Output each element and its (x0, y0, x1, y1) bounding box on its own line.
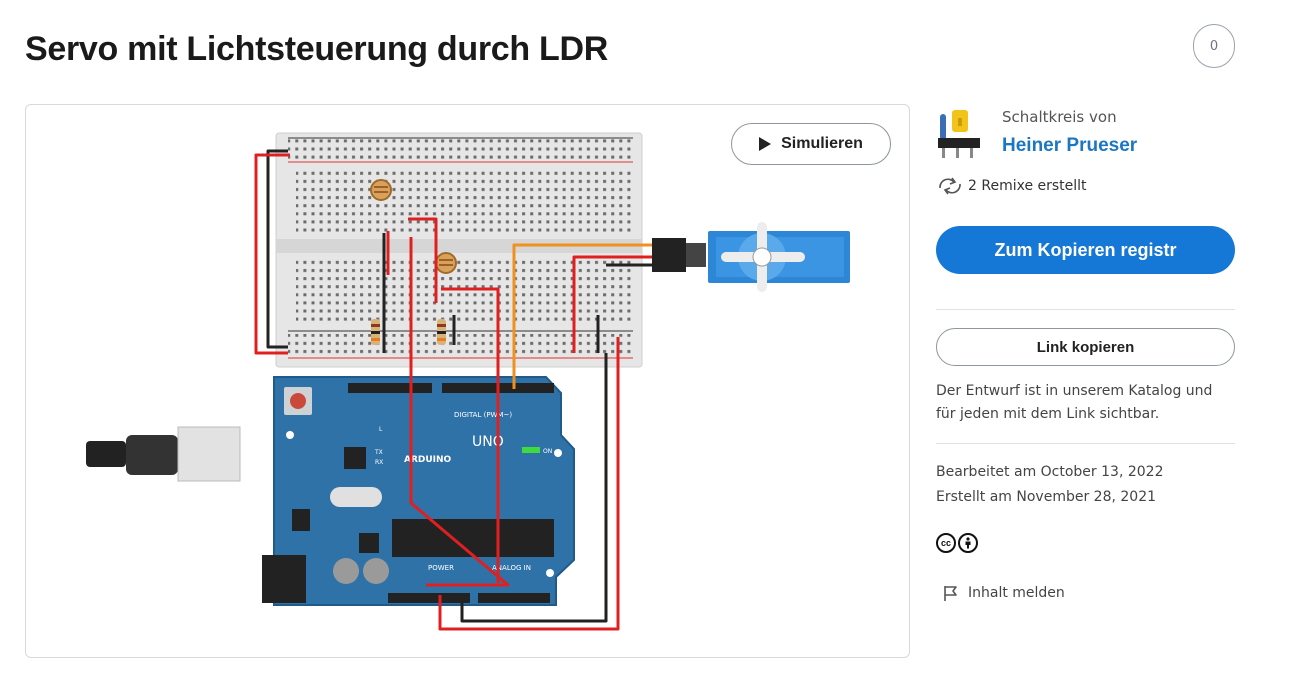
attribution-icon (958, 533, 978, 553)
led-l-label: L (379, 426, 383, 433)
author-prefix: Schaltkreis von (1002, 108, 1117, 126)
play-icon (759, 137, 772, 151)
like-counter[interactable]: 0 (1193, 24, 1235, 68)
wires (254, 149, 652, 631)
usb-cable (86, 426, 241, 482)
cc-license-icon: cc (936, 533, 956, 553)
simulate-button[interactable]: Simulieren (731, 123, 891, 165)
ldr-sensor (435, 252, 457, 274)
resistor (437, 319, 446, 345)
power-led-label: ON (543, 448, 552, 455)
author-avatar[interactable] (936, 104, 982, 158)
digital-header-label: DIGITAL (PWM~) (454, 411, 512, 419)
arduino-uno-board: DIGITAL (PWM~) ARDUINO UNO ON L TX RX PO… (262, 376, 575, 606)
created-date: Erstellt am November 28, 2021 (936, 489, 1157, 505)
remix-count: 2 Remixe erstellt (968, 178, 1087, 194)
divider (936, 309, 1235, 310)
tx-label: TX (374, 449, 383, 456)
arduino-brand-label: ARDUINO (404, 455, 452, 465)
flag-icon (944, 586, 957, 601)
simulate-label: Simulieren (781, 135, 863, 152)
edited-date: Bearbeitet am October 13, 2022 (936, 464, 1164, 480)
like-count: 0 (1209, 38, 1219, 54)
copy-signup-button[interactable]: Zum Kopieren registr (936, 226, 1235, 274)
copy-link-button[interactable]: Link kopieren (936, 328, 1235, 366)
analog-header-label: ANALOG IN (492, 564, 531, 572)
power-header-label: POWER (428, 564, 454, 572)
circuit-viewer[interactable]: DIGITAL (PWM~) ARDUINO UNO ON L TX RX PO… (25, 104, 910, 658)
report-label: Inhalt melden (968, 585, 1065, 601)
report-content-link[interactable]: Inhalt melden (942, 584, 1065, 602)
author-name-link[interactable]: Heiner Prueser (1002, 135, 1138, 156)
servo-motor (652, 222, 850, 292)
license-badges[interactable]: cc (936, 533, 978, 553)
rx-label: RX (375, 459, 383, 466)
divider (936, 443, 1235, 444)
ldr-sensor (370, 179, 392, 201)
visibility-info: Der Entwurf ist in unserem Katalog und f… (936, 383, 1213, 422)
page-title: Servo mit Lichtsteuerung durch LDR (25, 30, 608, 68)
remix-icon (939, 177, 961, 195)
circuit-diagram: DIGITAL (PWM~) ARDUINO UNO ON L TX RX PO… (86, 132, 850, 631)
breadboard (275, 132, 643, 368)
resistor (371, 319, 380, 345)
arduino-model-label: UNO (472, 434, 504, 450)
remix-info: 2 Remixe erstellt (936, 176, 1087, 196)
